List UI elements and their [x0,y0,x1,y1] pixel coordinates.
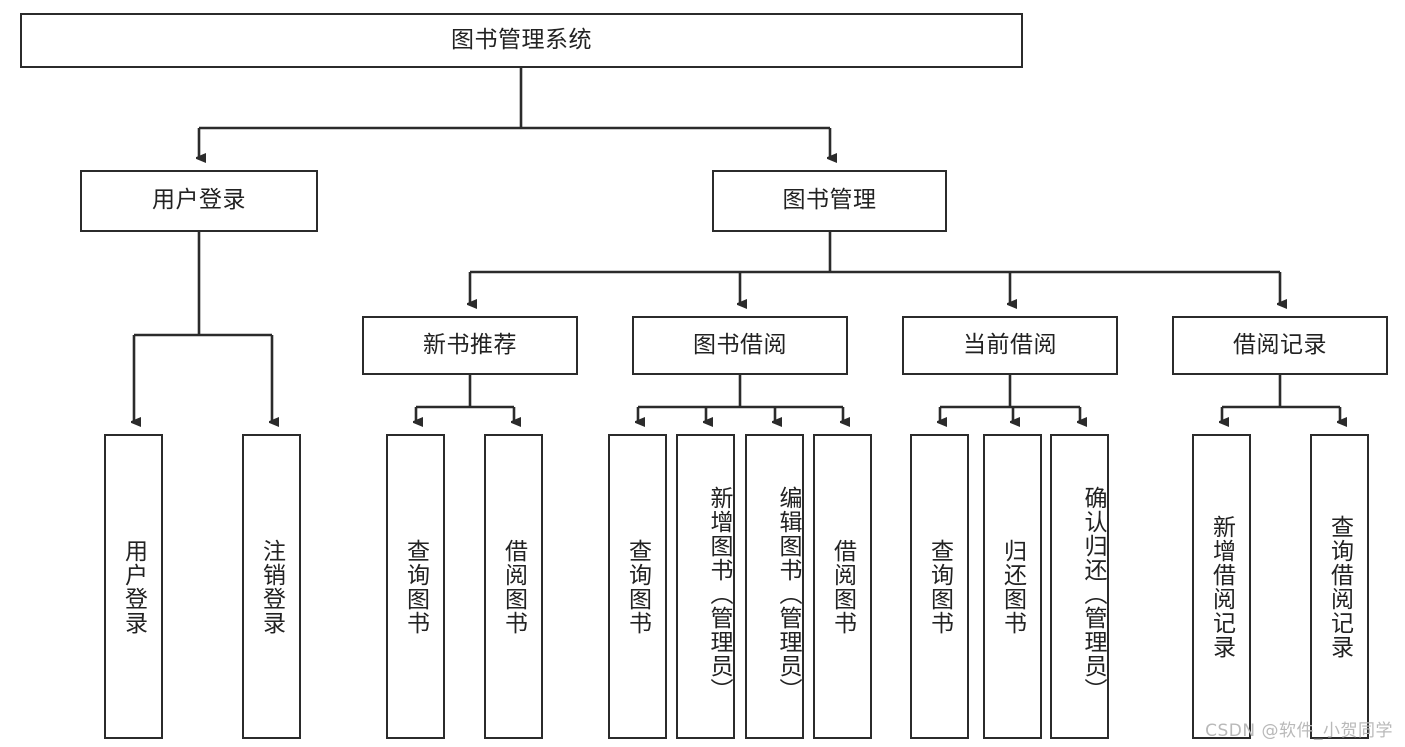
node-leaf-user-logout[interactable]: 注销登录 [242,434,301,739]
node-borrow-record[interactable]: 借阅记录 [1172,316,1388,375]
node-borrow-record-label: 借阅记录 [1233,331,1327,358]
node-current-borrow[interactable]: 当前借阅 [902,316,1118,375]
node-root-label: 图书管理系统 [451,26,592,53]
node-leaf-user-logout-label: 注销登录 [258,538,285,635]
node-leaf-user-login-label: 用户登录 [120,538,147,635]
node-leaf-edit-book-label: 编辑图书（管理员） [775,485,801,702]
node-book-manage-label: 图书管理 [782,187,877,214]
node-leaf-add-record-label: 新增借阅记录 [1208,514,1235,659]
watermark-text: CSDN @软件_小贺同学 [1205,721,1393,741]
node-leaf-add-book[interactable]: 新增图书（管理员） [676,434,735,739]
node-book-borrow-label: 图书借阅 [693,331,787,358]
node-leaf-borrow-book-2-label: 借阅图书 [829,538,856,635]
node-leaf-query-record-label: 查询借阅记录 [1326,514,1353,659]
node-user-login-label: 用户登录 [152,187,246,214]
node-current-borrow-label: 当前借阅 [963,331,1057,358]
node-leaf-query-record[interactable]: 查询借阅记录 [1310,434,1369,739]
node-new-book-rec[interactable]: 新书推荐 [362,316,578,375]
node-leaf-query-book-3-label: 查询图书 [926,538,953,635]
node-leaf-edit-book[interactable]: 编辑图书（管理员） [745,434,804,739]
node-leaf-return-book-label: 归还图书 [999,538,1026,635]
node-user-login[interactable]: 用户登录 [80,170,318,232]
node-leaf-borrow-book-2[interactable]: 借阅图书 [813,434,872,739]
node-book-borrow[interactable]: 图书借阅 [632,316,848,375]
node-leaf-query-book-3[interactable]: 查询图书 [910,434,969,739]
node-book-manage[interactable]: 图书管理 [712,170,947,232]
node-root-system[interactable]: 图书管理系统 [20,13,1023,68]
node-leaf-query-book-1-label: 查询图书 [402,538,429,635]
node-leaf-query-book-2-label: 查询图书 [624,538,651,635]
node-leaf-add-book-label: 新增图书（管理员） [706,485,732,702]
node-leaf-return-book[interactable]: 归还图书 [983,434,1042,739]
node-leaf-add-record[interactable]: 新增借阅记录 [1192,434,1251,739]
node-leaf-query-book-1[interactable]: 查询图书 [386,434,445,739]
node-leaf-query-book-2[interactable]: 查询图书 [608,434,667,739]
node-new-book-rec-label: 新书推荐 [423,331,517,358]
node-leaf-user-login[interactable]: 用户登录 [104,434,163,739]
node-leaf-borrow-book-1-label: 借阅图书 [500,538,527,635]
node-leaf-borrow-book-1[interactable]: 借阅图书 [484,434,543,739]
node-leaf-confirm-return-label: 确认归还（管理员） [1080,485,1106,702]
node-leaf-confirm-return[interactable]: 确认归还（管理员） [1050,434,1109,739]
